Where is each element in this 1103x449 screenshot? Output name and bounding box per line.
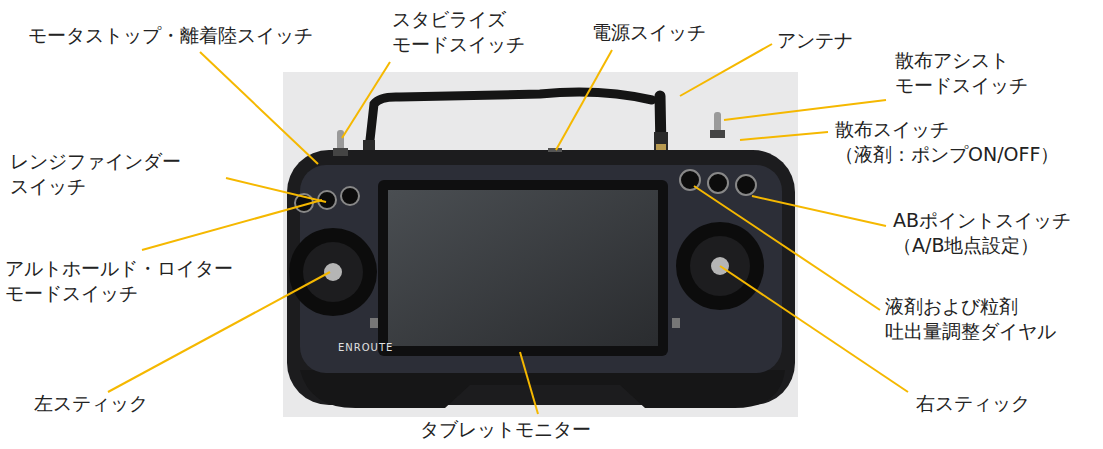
- callout-label: レンジファインダー スイッチ: [10, 149, 181, 199]
- callout-label: 電源スイッチ: [592, 20, 706, 45]
- callout-label: タブレットモニター: [420, 417, 591, 442]
- callout-label: アルトホールド・ロイター モードスイッチ: [5, 256, 233, 306]
- brand-logo: ENROUTE: [338, 342, 393, 354]
- callout-label: ABポイントスイッチ （A/B地点設定）: [893, 208, 1071, 258]
- callout-label: 散布スイッチ （液剤：ポンプON/OFF）: [835, 117, 1059, 167]
- callout-label: 左スティック: [34, 391, 148, 416]
- callout-label: 散布アシスト モードスイッチ: [895, 48, 1028, 98]
- leader-lines: [108, 44, 908, 414]
- callout-label: スタビライズ モードスイッチ: [392, 7, 525, 57]
- callout-label: 液剤および粒剤 吐出量調整ダイヤル: [885, 294, 1056, 344]
- callout-label: モータストップ・離着陸スイッチ: [28, 23, 313, 48]
- callout-label: アンテナ: [777, 28, 853, 53]
- callout-label: 右スティック: [916, 391, 1030, 416]
